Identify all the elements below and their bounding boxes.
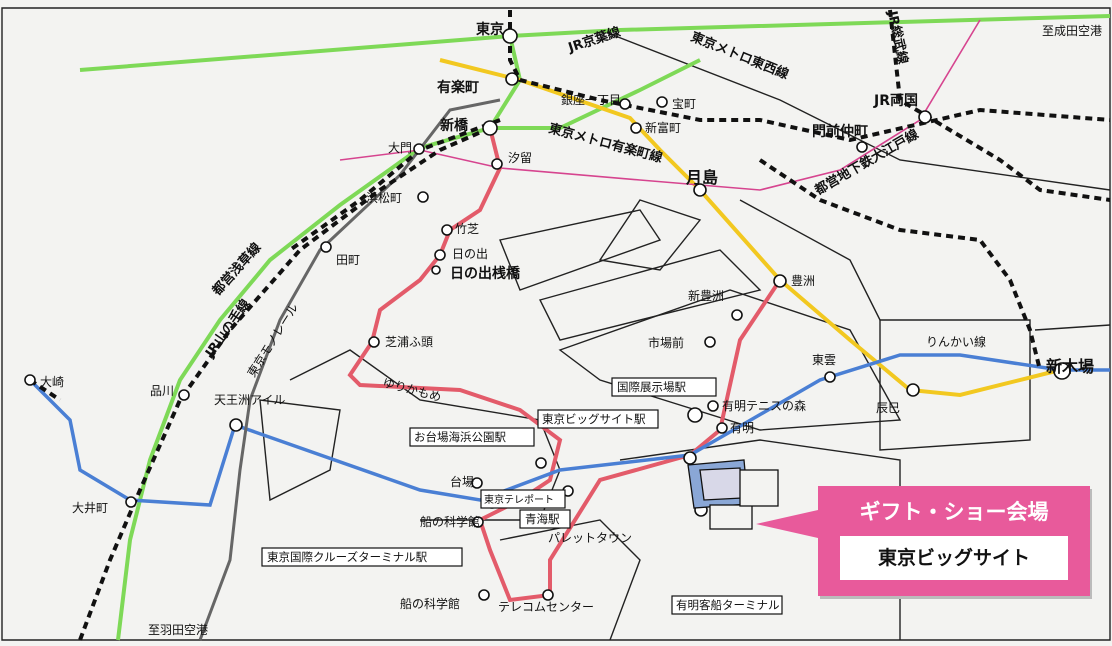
station-ginza1: 銀座一丁目 bbox=[561, 92, 621, 107]
venue-title: ギフト・ショー会場 bbox=[859, 500, 1049, 524]
line-rinkai: りんかい線 bbox=[926, 334, 986, 349]
station-shinagawa: 品川 bbox=[150, 384, 174, 398]
venue-callout: ギフト・ショー会場 東京ビッグサイト bbox=[818, 486, 1090, 596]
station-shimbashi: 新橋 bbox=[440, 117, 469, 134]
station-shintomicho: 新富町 bbox=[645, 120, 681, 135]
svg-text:東京ビッグサイト駅: 東京ビッグサイト駅 bbox=[542, 412, 646, 426]
station-daimon: 大門 bbox=[388, 141, 412, 155]
station-yurakucho: 有楽町 bbox=[437, 79, 479, 96]
box-tokyo-teleport: 東京テレポート bbox=[480, 489, 566, 509]
direction-haneda: 至羽田空港 bbox=[148, 623, 208, 637]
svg-text:東京テレポート: 東京テレポート bbox=[484, 493, 554, 506]
box-tokyo-cruise: 東京国際クルーズターミナル駅 bbox=[261, 547, 463, 567]
station-takeshiba: 竹芝 bbox=[455, 221, 479, 236]
direction-narita: 至成田空港 bbox=[1042, 24, 1102, 38]
station-funenokagakukan-b: 船の科学館 bbox=[400, 596, 460, 611]
box-kokusai-tenjijo: 国際展示場駅 bbox=[611, 377, 717, 397]
svg-text:国際展示場駅: 国際展示場駅 bbox=[617, 380, 686, 394]
station-daiba: 台場 bbox=[450, 474, 474, 489]
station-shinonome: 東雲 bbox=[812, 353, 836, 367]
venue-pointer bbox=[756, 510, 818, 538]
station-ariake-tennis: 有明テニスの森 bbox=[722, 398, 806, 413]
station-toyosu: 豊洲 bbox=[791, 274, 815, 288]
station-shin-toyosu: 新豊洲 bbox=[688, 288, 724, 303]
station-hamamatsucho: 浜松町 bbox=[366, 191, 402, 205]
station-monzen-nakacho: 門前仲町 bbox=[812, 123, 868, 140]
station-palette-town: パレットタウン bbox=[548, 531, 632, 545]
svg-text:有明客船ターミナル: 有明客船ターミナル bbox=[676, 598, 780, 612]
svg-text:東京国際クルーズターミナル駅: 東京国際クルーズターミナル駅 bbox=[267, 550, 428, 564]
station-telecom: テレコムセンター bbox=[498, 600, 594, 614]
box-odaiba-kaihin: お台場海浜公園駅 bbox=[409, 427, 535, 447]
station-tsukishima: 月島 bbox=[685, 168, 718, 187]
box-aomi: 青海駅 bbox=[519, 509, 571, 529]
svg-text:青海駅: 青海駅 bbox=[525, 512, 560, 526]
station-hinode: 日の出 bbox=[452, 247, 488, 261]
station-shibaura-futo: 芝浦ふ頭 bbox=[385, 334, 433, 349]
box-big-sight-station: 東京ビッグサイト駅 bbox=[537, 409, 659, 429]
box-ariake-passenger: 有明客船ターミナル bbox=[671, 595, 783, 615]
station-shiodome: 汐留 bbox=[508, 150, 532, 165]
station-takaracho: 宝町 bbox=[672, 97, 696, 111]
station-ariake: 有明 bbox=[730, 421, 754, 435]
big-sight-building-icon bbox=[687, 459, 779, 530]
station-tatsumi: 辰巳 bbox=[876, 401, 900, 415]
station-tamachi: 田町 bbox=[336, 253, 360, 267]
station-oosaki: 大崎 bbox=[40, 375, 64, 389]
station-ooimachi: 大井町 bbox=[72, 501, 108, 515]
station-ryogoku: JR両国 bbox=[873, 93, 918, 109]
venue-name: 東京ビッグサイト bbox=[840, 536, 1068, 580]
station-shin-kiba: 新木場 bbox=[1046, 357, 1094, 376]
station-tokyo: 東京 bbox=[476, 21, 504, 38]
station-hinode-pier: 日の出桟橋 bbox=[450, 265, 521, 282]
svg-text:お台場海浜公園駅: お台場海浜公園駅 bbox=[414, 430, 506, 444]
station-tennozu: 天王洲アイル bbox=[214, 393, 285, 407]
station-shijo-mae: 市場前 bbox=[648, 335, 684, 350]
station-funenokagakukan-a: 船の科学館 bbox=[420, 514, 480, 529]
